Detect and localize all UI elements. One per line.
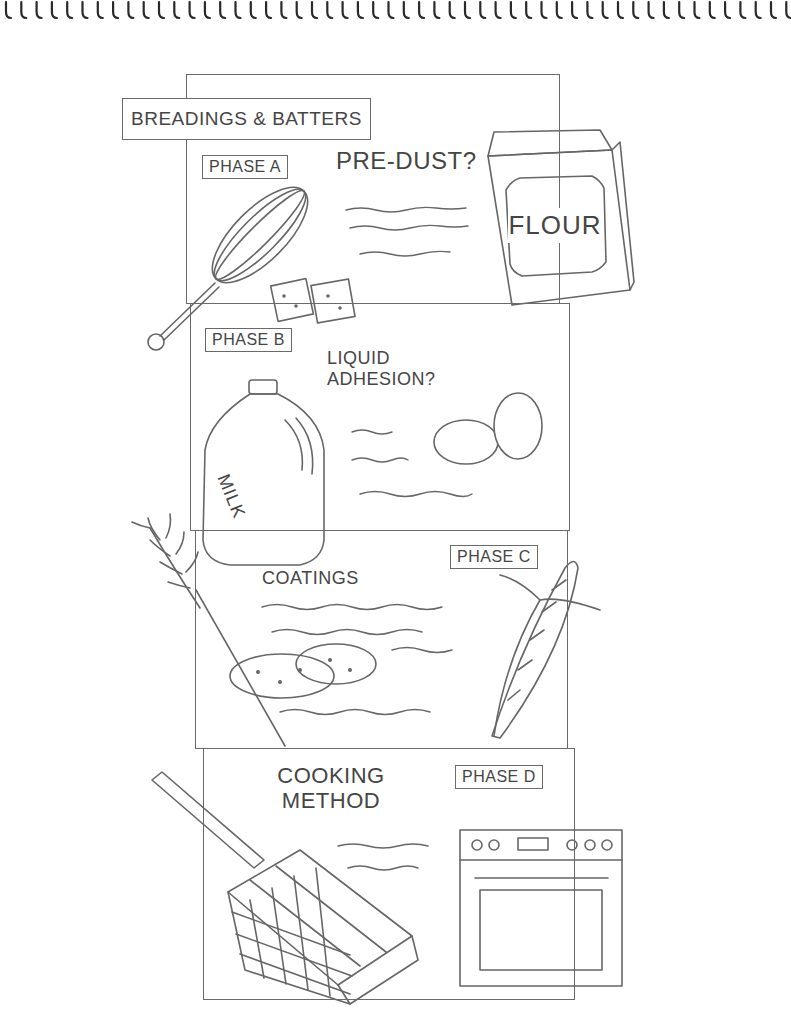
band-heading: PRE-DUST? bbox=[336, 147, 506, 175]
spiral-ring bbox=[297, 2, 302, 18]
spiral-ring bbox=[343, 2, 348, 18]
crackers bbox=[271, 279, 355, 323]
spiral-ring bbox=[327, 2, 332, 18]
phase-label: PHASE D bbox=[462, 768, 536, 785]
spiral-ring bbox=[281, 2, 286, 18]
oven bbox=[460, 830, 622, 986]
spiral-ring bbox=[587, 2, 592, 18]
sketch-line bbox=[196, 590, 285, 746]
spiral-ring bbox=[21, 2, 26, 18]
spiral-ring bbox=[266, 2, 271, 18]
spiral-ring bbox=[542, 2, 547, 18]
spiral-binding bbox=[6, 2, 791, 18]
spiral-ring bbox=[526, 2, 531, 18]
phase-label: PHASE B bbox=[212, 331, 285, 348]
spiral-ring bbox=[664, 2, 669, 18]
spiral-ring bbox=[98, 2, 103, 18]
spiral-ring bbox=[205, 2, 210, 18]
spiral-ring bbox=[236, 2, 241, 18]
spiral-ring bbox=[174, 2, 179, 18]
spiral-ring bbox=[771, 2, 776, 18]
jug-label: MILK bbox=[208, 460, 254, 533]
whisk bbox=[148, 173, 322, 350]
band-heading: COATINGS bbox=[262, 568, 392, 589]
phase-tag: PHASE A bbox=[202, 155, 288, 179]
spiral-ring bbox=[52, 2, 57, 18]
spiral-ring bbox=[159, 2, 164, 18]
band-heading: COOKING METHOD bbox=[256, 763, 406, 814]
spiral-ring bbox=[603, 2, 608, 18]
spiral-ring bbox=[786, 2, 791, 18]
spiral-ring bbox=[434, 2, 439, 18]
title-box: BREADINGS & BATTERS bbox=[122, 98, 371, 140]
phase-band: COOKING METHOD PHASE D bbox=[203, 748, 575, 1000]
phase-tag: PHASE C bbox=[450, 545, 538, 569]
phase-label: PHASE A bbox=[209, 158, 281, 175]
spiral-ring bbox=[419, 2, 424, 18]
spiral-ring bbox=[251, 2, 256, 18]
spiral-ring bbox=[725, 2, 730, 18]
spiral-ring bbox=[465, 2, 470, 18]
phase-band: LIQUID ADHESION? PHASE B bbox=[190, 303, 570, 531]
phase-band: COATINGS PHASE C bbox=[195, 530, 568, 749]
phase-tag: PHASE D bbox=[455, 765, 543, 789]
phase-tag: PHASE B bbox=[205, 328, 292, 352]
spiral-ring bbox=[67, 2, 72, 18]
spiral-ring bbox=[649, 2, 654, 18]
bread-crumbs bbox=[230, 644, 376, 698]
spiral-ring bbox=[740, 2, 745, 18]
spiral-ring bbox=[83, 2, 88, 18]
spiral-ring bbox=[450, 2, 455, 18]
flour-bag bbox=[488, 130, 634, 305]
spiral-ring bbox=[557, 2, 562, 18]
spiral-ring bbox=[113, 2, 118, 18]
spiral-ring bbox=[144, 2, 149, 18]
spiral-ring bbox=[511, 2, 516, 18]
spiral-ring bbox=[618, 2, 623, 18]
spiral-ring bbox=[373, 2, 378, 18]
spiral-ring bbox=[679, 2, 684, 18]
spiral-ring bbox=[220, 2, 225, 18]
band-heading: LIQUID ADHESION? bbox=[327, 348, 442, 389]
spiral-ring bbox=[633, 2, 638, 18]
spiral-ring bbox=[480, 2, 485, 18]
spiral-ring bbox=[128, 2, 133, 18]
spiral-ring bbox=[312, 2, 317, 18]
spiral-ring bbox=[190, 2, 195, 18]
spiral-ring bbox=[572, 2, 577, 18]
spiral-ring bbox=[389, 2, 394, 18]
spiral-ring bbox=[756, 2, 761, 18]
spiral-ring bbox=[37, 2, 42, 18]
corn-cob bbox=[492, 562, 600, 739]
phase-label: PHASE C bbox=[457, 548, 531, 565]
bag-label: FLOUR bbox=[508, 208, 602, 243]
spiral-ring bbox=[695, 2, 700, 18]
spiral-ring bbox=[496, 2, 501, 18]
milk-jug bbox=[203, 380, 324, 565]
spiral-ring bbox=[6, 2, 11, 18]
spiral-ring bbox=[710, 2, 715, 18]
spiral-ring bbox=[358, 2, 363, 18]
eggs bbox=[434, 393, 542, 464]
spiral-ring bbox=[404, 2, 409, 18]
